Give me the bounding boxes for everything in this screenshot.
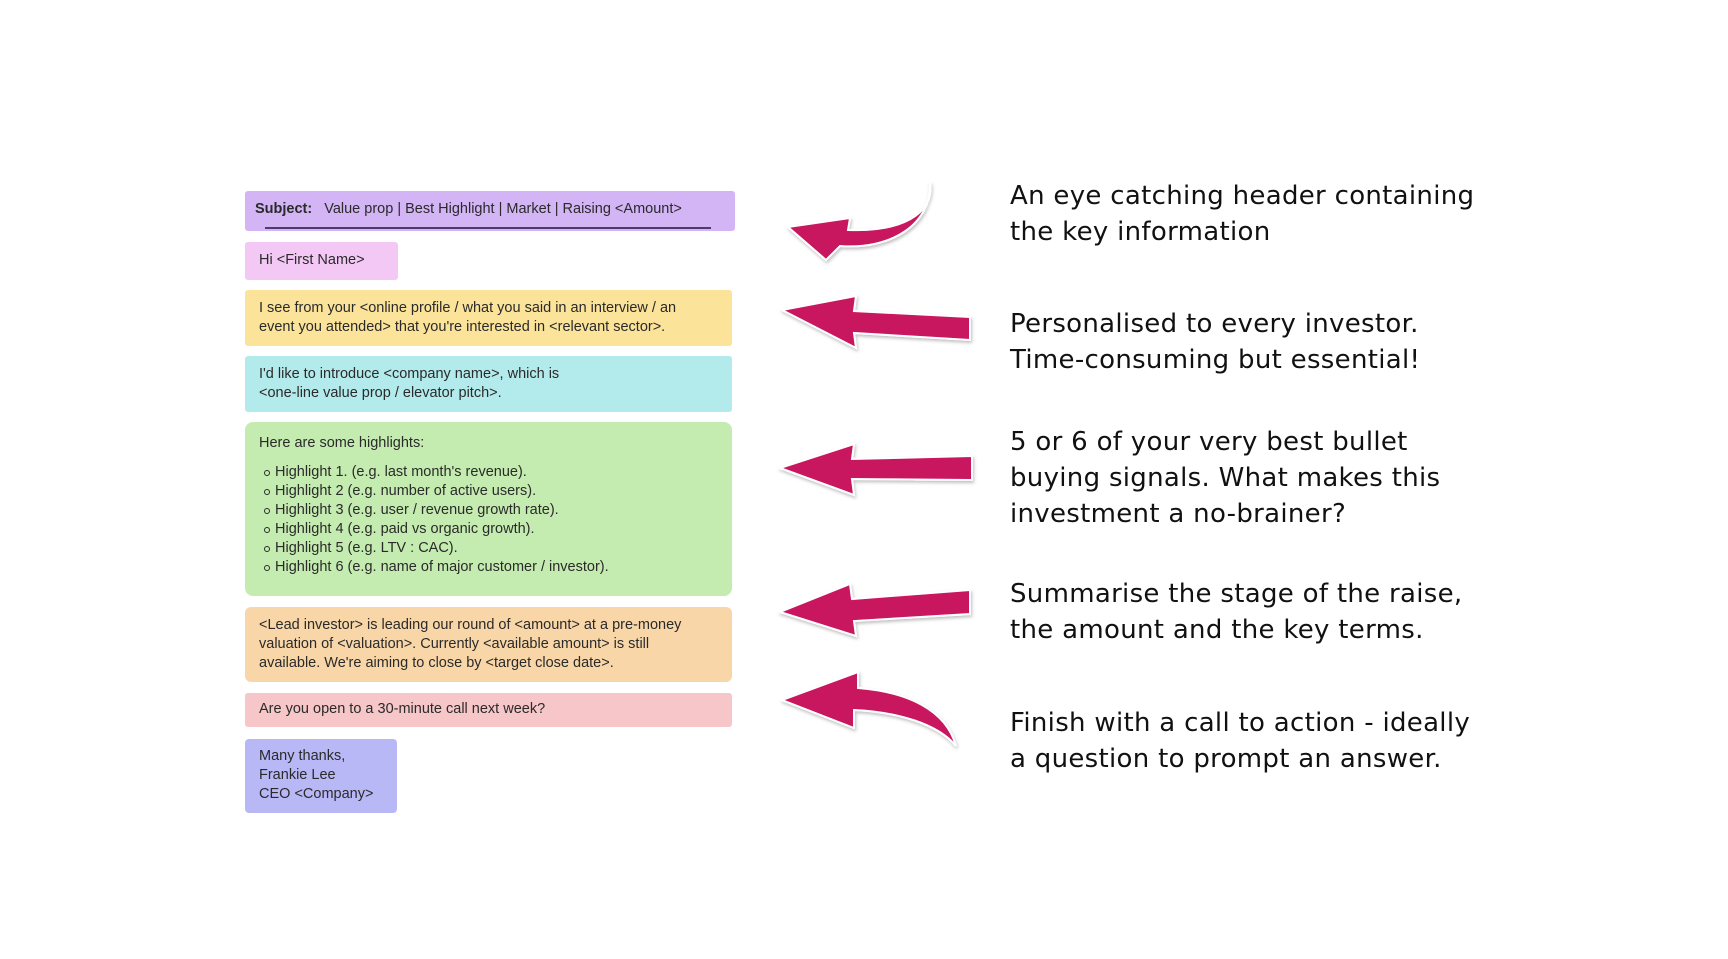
- note-header: An eye catching header containing the ke…: [1010, 178, 1510, 250]
- introduction-block: I'd like to introduce <company name>, wh…: [245, 356, 732, 412]
- highlights-list: Highlight 1. (e.g. last month's revenue)…: [259, 463, 718, 577]
- note-line: Summarise the stage of the raise,: [1010, 579, 1463, 609]
- subject-block: Subject: Value prop | Best Highlight | M…: [245, 191, 735, 231]
- note-cta: Finish with a call to action - ideally a…: [1010, 705, 1510, 777]
- note-line: the amount and the key terms.: [1010, 615, 1424, 645]
- note-line: buying signals. What makes this: [1010, 463, 1441, 493]
- highlight-item: Highlight 3 (e.g. user / revenue growth …: [259, 501, 718, 520]
- highlight-item: Highlight 6 (e.g. name of major customer…: [259, 558, 718, 577]
- personal-line: event you attended> that you're interest…: [259, 319, 666, 335]
- personalisation-block: I see from your <online profile / what y…: [245, 290, 732, 346]
- arrow-left-icon: [779, 670, 957, 747]
- intro-line: I'd like to introduce <company name>, wh…: [259, 366, 560, 382]
- raise-line: valuation of <valuation>. Currently <ava…: [259, 636, 650, 652]
- note-line: 5 or 6 of your very best bullet: [1010, 427, 1408, 457]
- raise-summary-block: <Lead investor> is leading our round of …: [245, 607, 732, 682]
- note-line: Finish with a call to action - ideally: [1010, 708, 1471, 738]
- arrow-left-icon: [778, 294, 971, 350]
- greeting-text: Hi <First Name>: [259, 252, 365, 268]
- note-line: An eye catching header containing: [1010, 181, 1475, 211]
- arrow-left-icon: [777, 582, 971, 638]
- personal-line: I see from your <online profile / what y…: [259, 300, 677, 316]
- note-line: a question to prompt an answer.: [1010, 744, 1442, 774]
- note-raise: Summarise the stage of the raise, the am…: [1010, 576, 1510, 648]
- arrow-left-icon: [776, 442, 973, 497]
- subject-underline: [265, 227, 711, 229]
- intro-line: <one-line value prop / elevator pitch>.: [259, 385, 502, 401]
- arrow-left-icon: [785, 181, 932, 262]
- arrows-layer: [776, 181, 973, 747]
- subject-label: Subject:: [255, 201, 313, 217]
- raise-line: <Lead investor> is leading our round of …: [259, 617, 682, 633]
- note-line: the key information: [1010, 217, 1271, 247]
- note-personalisation: Personalised to every investor. Time-con…: [1010, 306, 1510, 378]
- highlight-item: Highlight 4 (e.g. paid vs organic growth…: [259, 520, 718, 539]
- highlight-item: Highlight 5 (e.g. LTV : CAC).: [259, 539, 718, 558]
- note-line: Time-consuming but essential!: [1010, 345, 1421, 375]
- note-line: Personalised to every investor.: [1010, 309, 1419, 339]
- highlights-block: Here are some highlights: Highlight 1. (…: [245, 422, 732, 596]
- note-highlights: 5 or 6 of your very best bullet buying s…: [1010, 424, 1510, 532]
- call-to-action-block: Are you open to a 30-minute call next we…: [245, 693, 732, 727]
- highlights-heading: Here are some highlights:: [259, 435, 425, 451]
- signoff-line: Many thanks,: [259, 748, 346, 764]
- subject-text: Value prop | Best Highlight | Market | R…: [324, 201, 682, 217]
- cta-text: Are you open to a 30-minute call next we…: [259, 701, 546, 717]
- highlight-item: Highlight 1. (e.g. last month's revenue)…: [259, 463, 718, 482]
- note-line: investment a no-brainer?: [1010, 499, 1347, 529]
- signoff-line: Frankie Lee: [259, 767, 336, 783]
- highlight-item: Highlight 2 (e.g. number of active users…: [259, 482, 718, 501]
- greeting-block: Hi <First Name>: [245, 242, 398, 280]
- signoff-block: Many thanks, Frankie Lee CEO <Company>: [245, 739, 397, 813]
- raise-line: available. We're aiming to close by <tar…: [259, 655, 614, 671]
- signoff-line: CEO <Company>: [259, 786, 374, 802]
